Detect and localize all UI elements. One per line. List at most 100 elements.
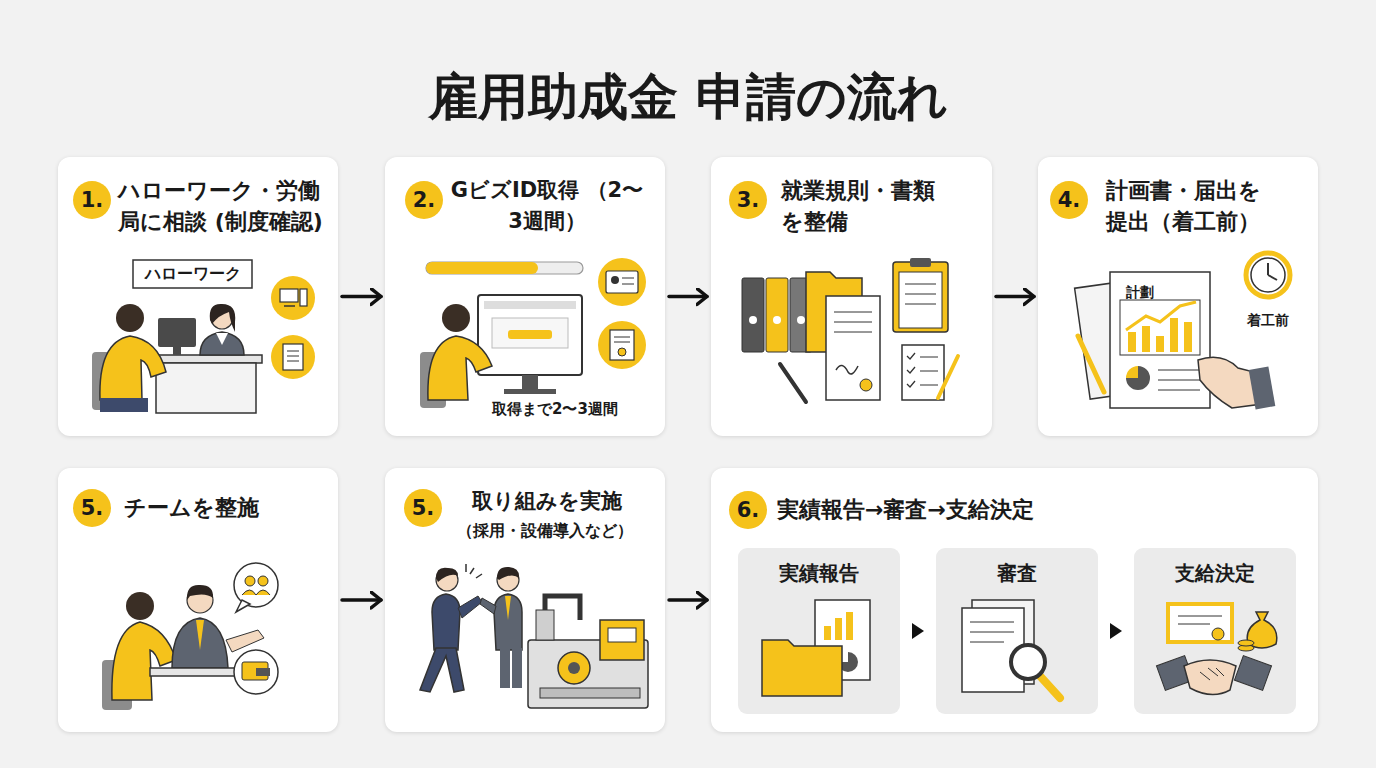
- team-scene: [112, 622, 176, 700]
- implementation-scene: [500, 648, 510, 688]
- implementation-scene: [528, 640, 648, 708]
- plan-scene: [1158, 370, 1200, 371]
- computer-scene: [420, 258, 646, 408]
- review-icon: [970, 622, 1014, 623]
- diagram-title: 雇用助成金 申請の流れ: [0, 62, 1376, 132]
- flow-arrow-head: [912, 623, 924, 639]
- team-scene: [258, 576, 268, 586]
- documents-scene: [910, 258, 931, 267]
- team-scene: [242, 590, 270, 595]
- review-icon: [962, 608, 1024, 692]
- counter-scene: [271, 276, 315, 320]
- annotation-label: 計劃: [1120, 282, 1160, 302]
- team-scene: [150, 668, 260, 676]
- implementation-scene: [600, 620, 644, 660]
- computer-scene: [598, 258, 646, 306]
- computer-scene: [606, 271, 638, 293]
- payment-icon: [1234, 656, 1271, 691]
- documents-scene: [790, 278, 812, 352]
- flow-arrow: [1098, 623, 1134, 639]
- step-number: 6.: [729, 491, 767, 529]
- annotation-label: 取得まで2〜3週間: [470, 398, 640, 420]
- payment-icon: [1178, 616, 1222, 617]
- implementation-scene: [436, 569, 458, 591]
- counter-scene: [210, 304, 235, 332]
- payment-icon: [1247, 612, 1277, 648]
- documents-scene: [893, 262, 948, 332]
- team-scene: [102, 563, 278, 710]
- implementation-scene: [432, 594, 460, 650]
- flow-arrow: [342, 600, 381, 601]
- computer-scene: [426, 262, 538, 274]
- payment-icon: [1212, 628, 1224, 640]
- counter-scene: [133, 260, 252, 288]
- step-title: チームを整施: [124, 492, 324, 523]
- counter-scene: [287, 351, 299, 352]
- plan-scene: [1251, 258, 1285, 292]
- implementation-scene: [512, 648, 522, 688]
- documents-scene: [920, 385, 938, 386]
- step-number: 3.: [729, 181, 767, 219]
- plan-scene: [1158, 380, 1200, 381]
- plan-scene: [1156, 336, 1164, 352]
- flow-arrow: [669, 296, 707, 297]
- counter-scene: [92, 260, 315, 413]
- plan-scene: [1268, 275, 1277, 280]
- step-title: 計画書・届出を 提出（着工前）: [1106, 175, 1306, 237]
- documents-scene: [749, 316, 757, 324]
- computer-scene: [618, 348, 626, 356]
- step-number: 5.: [404, 489, 442, 527]
- computer-scene: [610, 330, 634, 360]
- implementation-scene: [420, 648, 464, 692]
- computer-scene: [484, 301, 576, 309]
- team-scene: [226, 630, 264, 652]
- payment-icon: [1238, 640, 1254, 646]
- flow-arrow: [342, 296, 381, 297]
- step-card: 6.実績報告→審査→支給決定実績報告審査支給決定: [711, 468, 1318, 732]
- team-scene: [245, 576, 255, 586]
- plan-scene: [1249, 367, 1276, 410]
- sub-step-box: 実績報告: [738, 548, 900, 714]
- step-card: 1.ハローワーク・労働 局に相談 (制度確認): [58, 157, 338, 436]
- documents-scene: [905, 284, 936, 285]
- counter-scene: [287, 361, 299, 362]
- implementation-scene: [480, 598, 496, 614]
- payment-icon: [1200, 668, 1224, 680]
- team-scene: [187, 585, 213, 600]
- team-scene: [234, 650, 278, 694]
- step-title: 就業規則・書類 を整備: [781, 175, 981, 237]
- documents-scene: [905, 294, 936, 295]
- documents-scene: [907, 353, 915, 387]
- implementation-scene: [497, 567, 519, 580]
- sub-step-label: 審査: [936, 560, 1098, 586]
- documents-scene: [836, 365, 858, 374]
- computer-scene: [478, 295, 582, 375]
- plan-scene: [1246, 253, 1290, 297]
- documents-scene: [834, 322, 872, 323]
- plan-scene: [1198, 357, 1262, 408]
- counter-scene: [300, 289, 307, 306]
- plan-scene: [1128, 332, 1136, 352]
- counter-scene: [100, 398, 148, 412]
- documents-scene: [899, 272, 942, 328]
- flow-arrow-line: [900, 630, 936, 632]
- step-number: 2.: [405, 181, 443, 219]
- sub-step-box: 審査: [936, 548, 1098, 714]
- team-scene: [196, 620, 204, 650]
- flow-arrow: [669, 600, 707, 601]
- step-card: 2.GビズID取得 （2〜3週間）: [385, 157, 665, 436]
- report-icon: [762, 600, 870, 696]
- plan-scene: [1110, 272, 1210, 408]
- report-icon: [846, 612, 853, 640]
- review-icon: [1040, 676, 1060, 698]
- flow-arrow-line: [1098, 630, 1134, 632]
- documents-scene: [780, 364, 806, 402]
- computer-scene: [426, 262, 583, 274]
- plan-scene: [1075, 277, 1172, 399]
- plan-scene: [1075, 253, 1290, 409]
- payment-icon: [1184, 660, 1236, 695]
- team-scene: [102, 660, 132, 710]
- review-icon: [970, 642, 1004, 643]
- implementation-scene: [536, 610, 554, 640]
